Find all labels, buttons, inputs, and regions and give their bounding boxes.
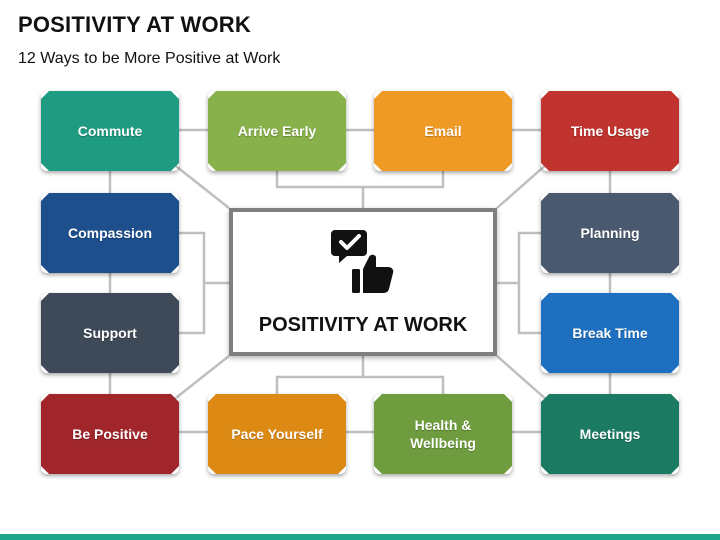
health-wellbeing-label: Health & Wellbeing — [410, 416, 476, 451]
break-time-label: Break Time — [572, 324, 648, 341]
time-usage-box: Time Usage — [541, 91, 679, 171]
commute-label: Commute — [77, 122, 143, 139]
email-label: Email — [424, 122, 462, 139]
commute-box: Commute — [41, 91, 179, 171]
health-wellbeing-box: Health & Wellbeing — [374, 394, 512, 474]
compassion-box: Compassion — [41, 193, 179, 273]
connector-diagonal-top-right — [496, 162, 549, 209]
connector-diagonal-bottom-right — [496, 355, 549, 402]
thumbs-up-icon — [352, 254, 394, 293]
be-positive-label: Be Positive — [72, 425, 148, 442]
support-label: Support — [83, 324, 137, 341]
compassion-label: Compassion — [67, 224, 152, 241]
planning-box: Planning — [541, 193, 679, 273]
page-title: POSITIVITY AT WORK — [18, 12, 251, 37]
email-box: Email — [374, 91, 512, 171]
break-time-box: Break Time — [541, 293, 679, 373]
connector-top-bracket — [275, 170, 445, 189]
support-box: Support — [41, 293, 179, 373]
be-positive-box: Be Positive — [41, 394, 179, 474]
center-icon-group — [331, 226, 403, 303]
connector-left-bracket — [179, 231, 206, 335]
center-title: POSITIVITY AT WORK — [258, 314, 468, 336]
pace-yourself-box: Pace Yourself — [208, 394, 346, 474]
pace-yourself-label: Pace Yourself — [231, 425, 323, 442]
connector-bottom-bracket — [275, 375, 445, 394]
meetings-label: Meetings — [579, 425, 641, 442]
meetings-box: Meetings — [541, 394, 679, 474]
planning-label: Planning — [580, 224, 640, 241]
bottom-accent-bar — [0, 534, 720, 540]
time-usage-label: Time Usage — [570, 122, 650, 139]
page-subtitle: 12 Ways to be More Positive at Work — [18, 50, 281, 67]
arrive-early-box: Arrive Early — [208, 91, 346, 171]
connector-diagonal-bottom-left — [171, 355, 230, 402]
checkmark-speech-bubble-icon — [331, 230, 367, 263]
connector-diagonal-top-left — [171, 162, 230, 209]
center-box: POSITIVITY AT WORK — [229, 208, 497, 356]
arrive-early-label: Arrive Early — [237, 122, 317, 139]
connector-right-bracket — [517, 231, 541, 335]
